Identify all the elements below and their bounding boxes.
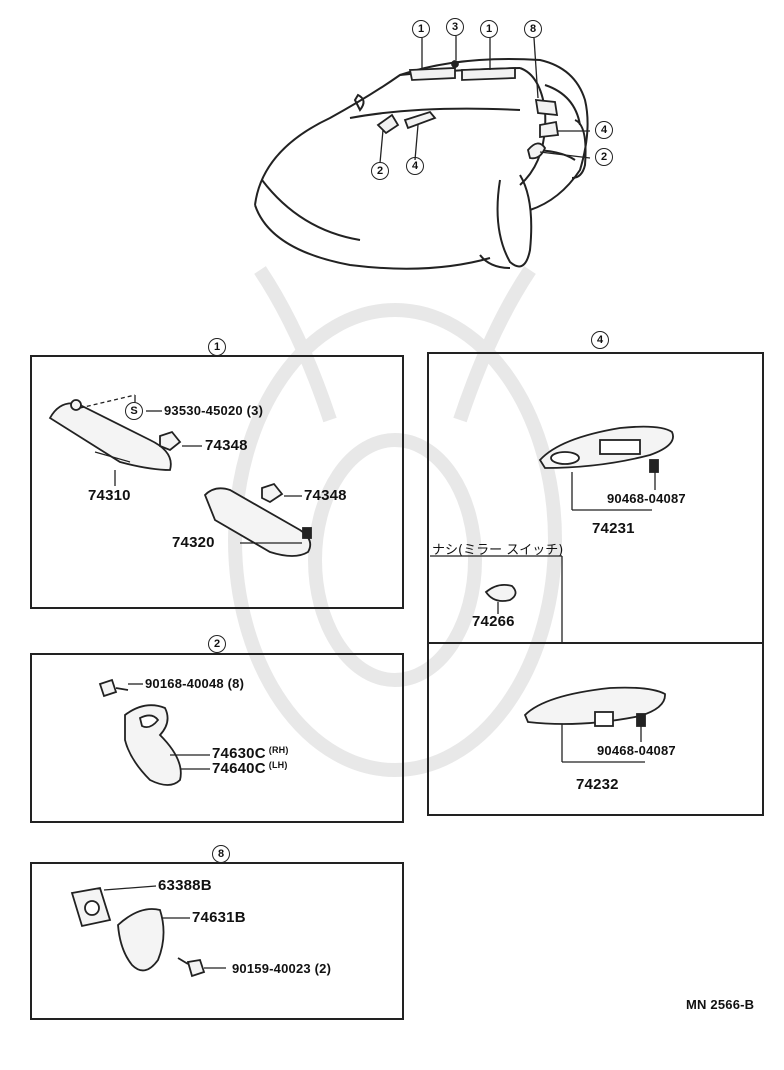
section4-drawing xyxy=(484,425,674,727)
section8-drawing xyxy=(70,886,206,978)
diagram-reference-code: MN 2566-B xyxy=(686,997,755,1012)
part-90159-40023: 90159-40023 (2) xyxy=(232,961,332,976)
section-4-box xyxy=(427,352,764,816)
part-74310: 74310 xyxy=(88,487,131,504)
sun-visor-74320 xyxy=(203,487,312,557)
part-90468-04087-b: 90468-04087 xyxy=(597,743,676,758)
clip-74348-b xyxy=(261,482,284,504)
screw-90159 xyxy=(186,958,206,978)
callout-2-rear: 2 xyxy=(595,148,613,166)
watermark-emblem xyxy=(228,266,562,777)
screw-90168 xyxy=(98,678,118,698)
section-4-marker: 4 xyxy=(591,331,609,349)
holder-74232 xyxy=(523,686,666,725)
part-74348-a: 74348 xyxy=(205,437,248,454)
note-no-mirror-switch: ナシ(ミラー スイッチ) xyxy=(432,543,564,558)
part-90168-40048: 90168-40048 (8) xyxy=(145,676,245,691)
part-74630C: 74630C(RH) xyxy=(212,745,289,762)
callout-4-front: 4 xyxy=(406,157,424,175)
section-2-box xyxy=(30,653,404,823)
section8-leaders xyxy=(103,885,226,969)
clip-74348-a xyxy=(159,430,182,452)
section1-leaders xyxy=(79,394,302,544)
car-interior-parts xyxy=(376,60,560,160)
section-1-box xyxy=(30,355,404,609)
section-8-marker: 8 xyxy=(212,845,230,863)
part-74320: 74320 xyxy=(172,534,215,551)
section2-leaders xyxy=(128,683,210,770)
callout-4-rear: 4 xyxy=(595,121,613,139)
cap-74266 xyxy=(484,583,517,602)
section-2-marker: 2 xyxy=(208,635,226,653)
part-74631B: 74631B xyxy=(192,909,246,926)
section-4-divider xyxy=(427,642,764,644)
part-74266: 74266 xyxy=(472,613,515,630)
car-leader-lines xyxy=(379,36,591,164)
section1-drawing xyxy=(48,399,312,557)
callout-2-front: 2 xyxy=(371,162,389,180)
part-74231: 74231 xyxy=(592,520,635,537)
callout-3-roof: 3 xyxy=(446,18,464,36)
part-74232: 74232 xyxy=(576,776,619,793)
part-74348-b: 74348 xyxy=(304,487,347,504)
part-93530-45020: 93530-45020 (3) xyxy=(164,403,264,418)
callout-1-visor: 1 xyxy=(480,20,498,38)
part-90468-04087-a: 90468-04087 xyxy=(607,491,686,506)
part-63388B: 63388B xyxy=(158,877,212,894)
section-8-box xyxy=(30,862,404,1020)
section4-leaders xyxy=(430,472,656,763)
cover-74631B xyxy=(117,908,165,972)
callout-1-windshield: 1 xyxy=(412,20,430,38)
section2-drawing xyxy=(98,678,182,786)
screw-type-symbol: S xyxy=(125,402,143,420)
sun-visor-74310 xyxy=(48,402,172,471)
assist-grip-74630C xyxy=(124,704,182,786)
section-1-marker: 1 xyxy=(208,338,226,356)
callout-8-pillar: 8 xyxy=(524,20,542,38)
part-74640C: 74640C(LH) xyxy=(212,760,288,777)
